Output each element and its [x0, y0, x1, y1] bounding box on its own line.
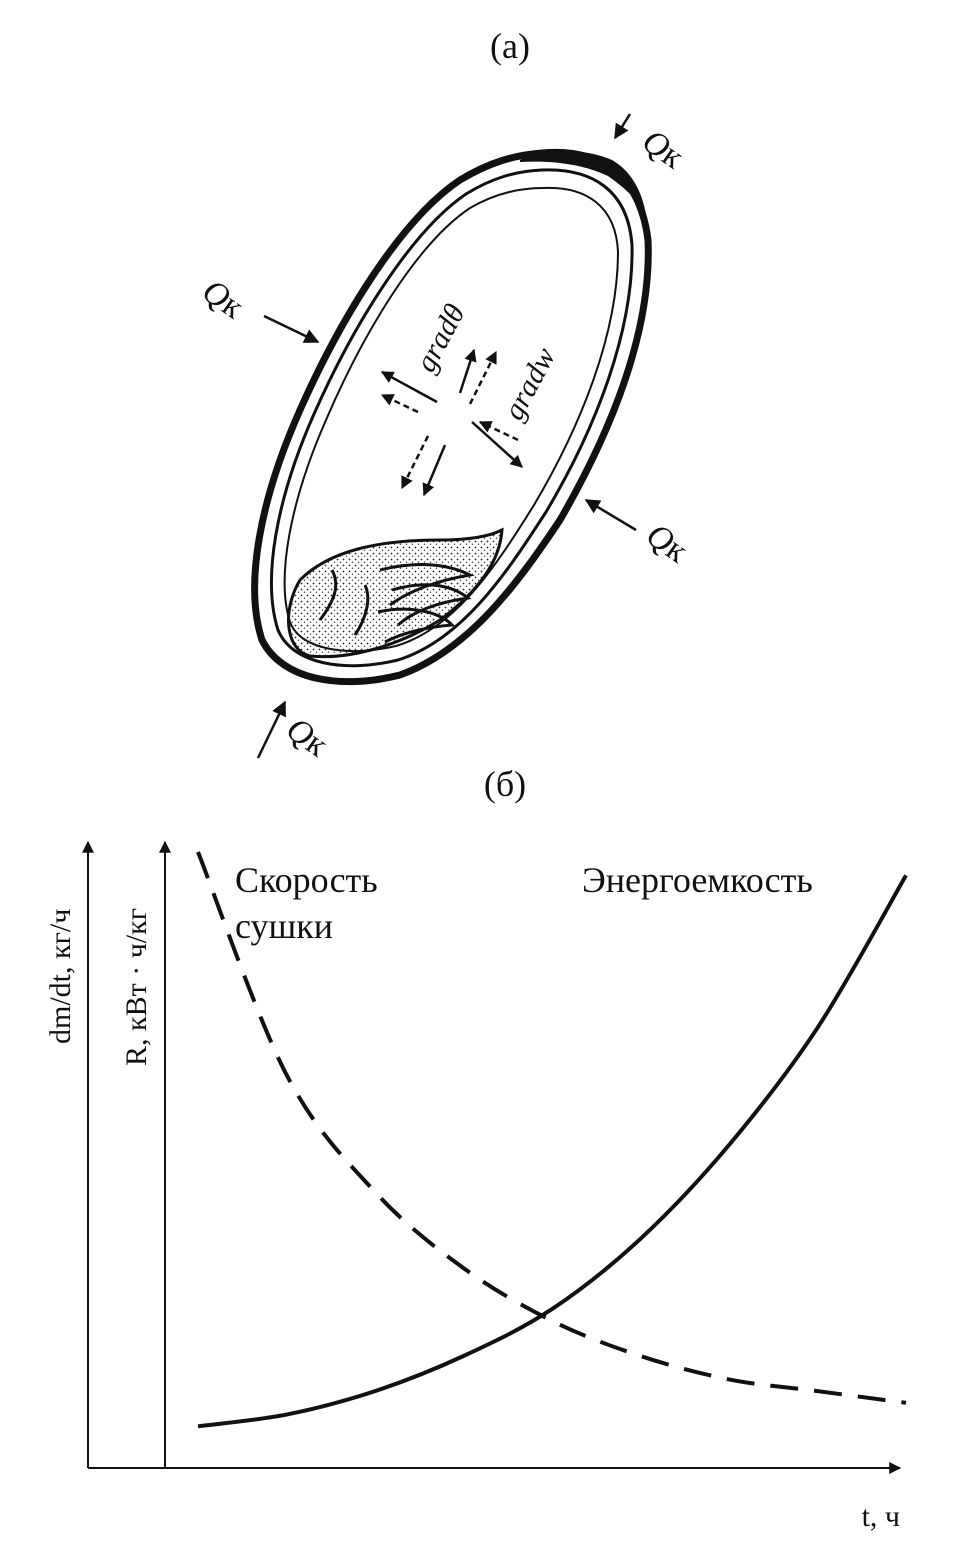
series-layer	[196, 851, 908, 1429]
panel-a-label: (а)	[490, 26, 530, 66]
drying-rate-curve	[196, 851, 907, 1405]
heat-label: Qк	[279, 710, 334, 764]
gradient-arrows	[380, 348, 523, 497]
chart: dm/dt, кг/ч R, кВт · ч/кг t, ч Скорость …	[44, 840, 908, 1533]
heat-arrow-top-right: Qк	[613, 113, 691, 176]
grain-middle-shell	[270, 168, 634, 668]
x-axis-label: t, ч	[862, 1500, 900, 1533]
embryo	[287, 527, 504, 659]
heat-arrow-bottom-left: Qк	[256, 700, 335, 764]
heat-arrow-left: Qк	[195, 272, 320, 344]
energy-intensity-curve	[197, 874, 908, 1429]
heat-label: Qк	[639, 516, 694, 570]
grad-w-label: gradw	[497, 342, 562, 425]
y-axis-inner-label: R, кВт · ч/кг	[120, 908, 153, 1066]
heat-label: Qк	[635, 122, 690, 176]
grain-tip-hairs	[520, 151, 646, 215]
heat-arrow-right: Qк	[584, 498, 695, 570]
heat-label: Qк	[195, 272, 250, 326]
drying-rate-label-line2: сушки	[235, 906, 333, 946]
drying-rate-label-line1: Скорость	[235, 860, 378, 900]
energy-label: Энергоемкость	[582, 860, 813, 900]
grain-cross-section	[251, 148, 652, 686]
embryo-folds	[318, 563, 475, 644]
y-axis-outer-label: dm/dt, кг/ч	[44, 909, 77, 1044]
grain-outer-shell	[251, 148, 652, 686]
grad-theta-label: gradθ	[409, 299, 472, 378]
panel-b-label: (б)	[484, 764, 526, 804]
